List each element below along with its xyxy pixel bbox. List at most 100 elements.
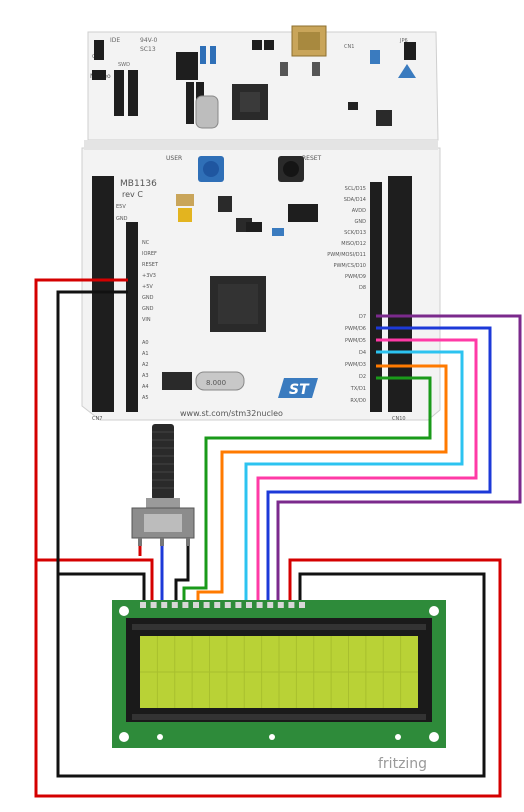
- lcd-pin: [235, 602, 242, 608]
- power-pin-label-1: IOREF: [142, 251, 157, 257]
- wire-5v-branch: [36, 558, 154, 604]
- digital-pin-label-top-0: SCL/D15: [345, 186, 366, 192]
- lcd-pin: [150, 602, 157, 608]
- wire-gnd: [56, 290, 486, 778]
- label-cn7: CN7: [92, 416, 102, 422]
- analog-pin-label-0: A0: [142, 340, 149, 346]
- power-header-labels: NC IOREF RESET +3V3 +5V GND GND VIN: [142, 240, 159, 323]
- lcd-pin: [224, 602, 231, 608]
- digital-pin-label-bottom-7: RX/D0: [350, 398, 366, 404]
- swd-header: [114, 70, 124, 116]
- power-pin-label-5: GND: [142, 295, 154, 301]
- wire-d4: [244, 350, 464, 604]
- lcd-pin: [299, 602, 305, 608]
- analog-pin-label-4: A4: [142, 384, 149, 390]
- wire-pot-gnd: [174, 540, 190, 604]
- main-crystal: [195, 371, 245, 391]
- label-e5v: E5V: [116, 204, 126, 210]
- wire-gnd-branch: [58, 572, 146, 604]
- lcd-pin: [256, 602, 263, 608]
- potentiometer-shaft: [152, 424, 174, 500]
- digital-pin-label-top-1: SDA/D14: [344, 197, 366, 203]
- board-approval: 94V-0: [140, 37, 158, 44]
- wire-5v: [34, 278, 502, 798]
- lcd-pin: [267, 602, 274, 608]
- wire-d2: [182, 376, 432, 604]
- analog-pin-label-2: A2: [142, 362, 149, 368]
- analog-pin-label-1: A1: [142, 351, 149, 357]
- cn7-inner-header: [126, 222, 138, 412]
- analog-pin-label-3: A3: [142, 373, 149, 379]
- digital-pin-label-bottom-2: PWM/D5: [345, 338, 366, 344]
- digital-pin-label-bottom-0: D7: [359, 314, 366, 320]
- power-pin-label-6: GND: [142, 306, 154, 312]
- lcd-pin: [171, 602, 178, 608]
- board-model: MB1136: [120, 179, 157, 189]
- power-pin-label-0: NC: [142, 240, 150, 246]
- lcd-pin: [288, 602, 295, 608]
- lcd-pin: [161, 602, 168, 608]
- label-cn1: CN1: [344, 44, 354, 50]
- cn7-outer-header: [92, 176, 114, 412]
- crystal-label: 8.000: [206, 379, 226, 387]
- lcd-pin: [182, 602, 189, 608]
- board-ide-mark: IDE: [110, 37, 120, 44]
- st-logo: [278, 378, 318, 398]
- cn10-outer-header: [388, 176, 412, 412]
- digital-pin-label-top-2: AVDD: [352, 208, 366, 214]
- lcd-pin: [246, 602, 252, 608]
- digital-pin-label-bottom-3: D4: [359, 350, 366, 356]
- nucleo-board: MB1136 rev C IDE 94V-0 SC13 Nucleo www.s…: [81, 25, 441, 422]
- digital-pin-label-top-4: SCK/D13: [344, 230, 366, 236]
- user-button-label: USER: [166, 155, 182, 162]
- label-swd: SWD: [118, 62, 130, 68]
- lcd-pin-header: [140, 602, 305, 608]
- digital-pin-label-top-3: GND: [355, 219, 367, 225]
- lcd-pin: [140, 602, 146, 608]
- label-gnd-left: GND: [116, 216, 128, 222]
- wire-d6: [266, 326, 492, 604]
- digital-pin-label-top-8: PWM/D9: [345, 274, 366, 280]
- lcd-pin: [277, 602, 284, 608]
- digital-pin-label-bottom-1: PWM/D6: [345, 326, 366, 332]
- wire-d3: [196, 364, 448, 604]
- digital-pin-label-bottom-6: TX/D1: [350, 386, 366, 392]
- digital-pin-label-bottom-4: PWM/D3: [345, 362, 366, 368]
- lcd-module: [112, 600, 446, 748]
- board-revision-code: SC13: [140, 46, 156, 53]
- digital-pin-label-top-9: D8: [359, 285, 366, 291]
- label-jp6: JP6: [399, 38, 408, 44]
- stlink-crystal: [195, 95, 219, 129]
- fritzing-watermark: fritzing: [378, 756, 427, 772]
- power-pin-label-2: RESET: [142, 262, 159, 268]
- board-url: www.st.com/stm32nucleo: [180, 409, 283, 418]
- power-pin-label-7: VIN: [142, 317, 151, 323]
- power-pin-label-3: +3V3: [142, 273, 156, 279]
- jumper-block: [176, 52, 198, 80]
- cn10-inner-header: [370, 182, 382, 412]
- stlink-header-left: [94, 40, 104, 60]
- svg-text:ST: ST: [289, 382, 310, 398]
- jumper-cn2: [92, 70, 106, 80]
- board-rev: rev C: [122, 190, 143, 199]
- digital-pin-label-top-6: PWM/MOSI/D11: [327, 252, 366, 258]
- label-cn10: CN10: [392, 416, 406, 422]
- swd-header-2: [128, 70, 138, 116]
- potentiometer: [131, 424, 195, 546]
- analog-pin-label-5: A5: [142, 395, 149, 401]
- wire-d5: [256, 338, 478, 604]
- reset-button-label: RESET: [302, 155, 322, 162]
- lcd-pin: [193, 602, 199, 608]
- lcd-character-grid: [140, 636, 418, 708]
- power-pin-label-4: +5V: [142, 284, 153, 290]
- stlink-warning-logo: [398, 64, 416, 78]
- digital-pin-label-top-5: MISO/D12: [341, 241, 366, 247]
- digital-pin-label-top-7: PWM/CS/D10: [333, 263, 366, 269]
- wire-d7: [276, 314, 522, 604]
- lcd-pin: [203, 602, 210, 608]
- wires: [34, 278, 522, 798]
